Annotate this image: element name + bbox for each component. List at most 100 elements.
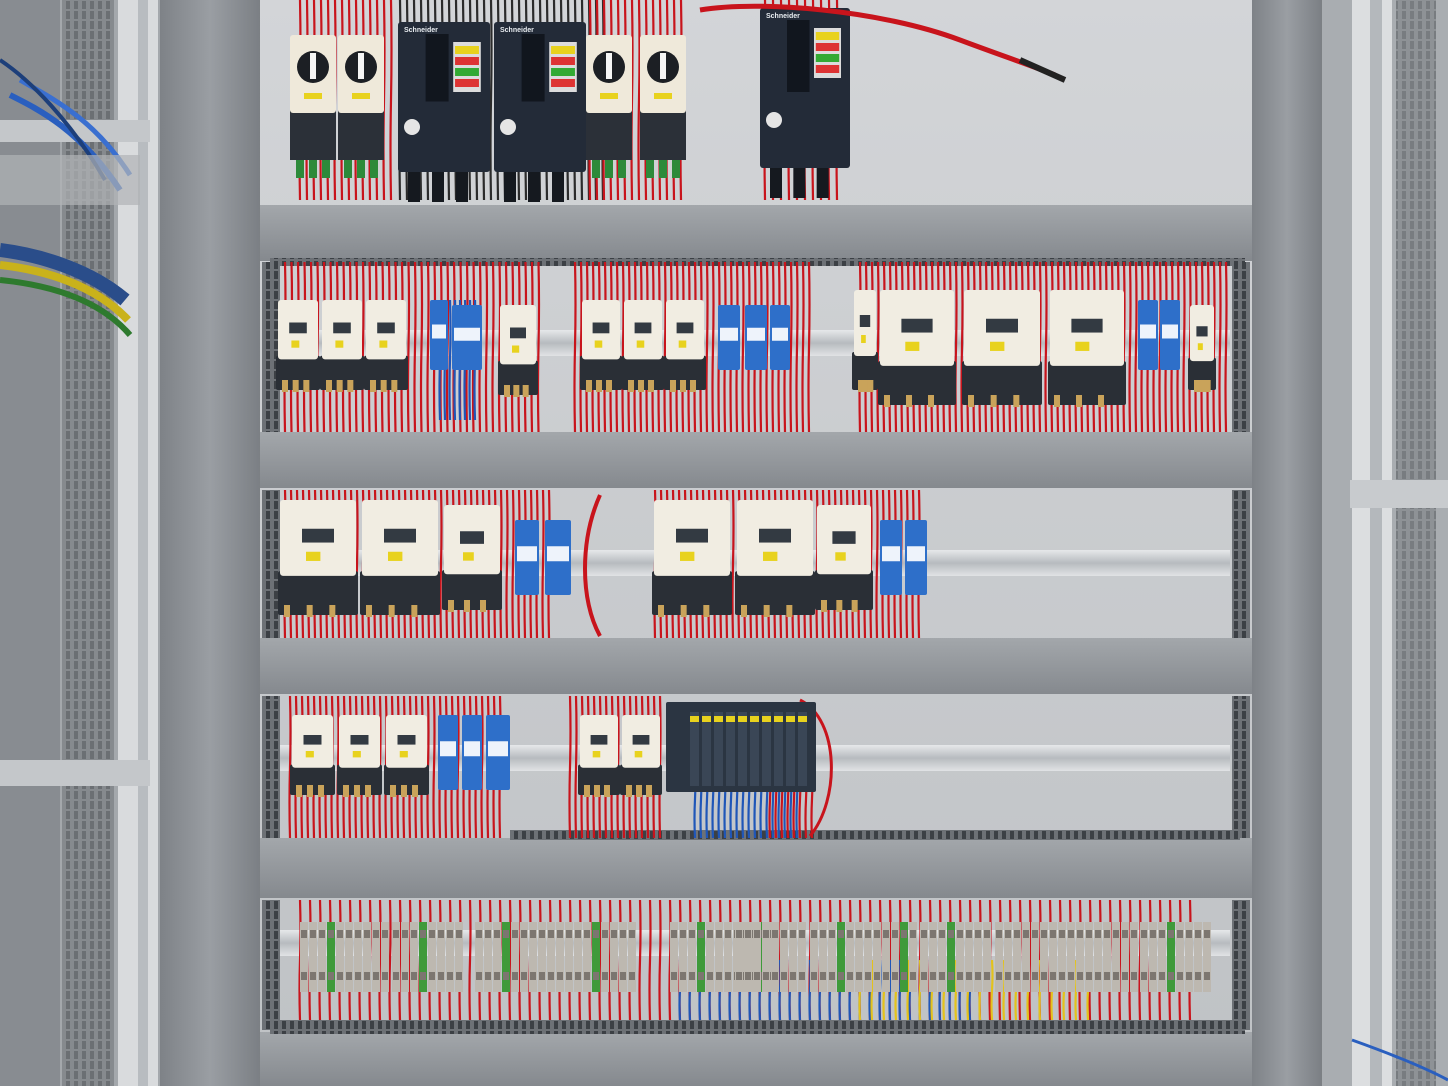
- terminal-screw: [821, 600, 827, 612]
- terminal-screw: [370, 380, 376, 392]
- wire: [574, 695, 578, 839]
- contactor: [815, 505, 873, 612]
- yellow-label: [388, 551, 403, 561]
- contactor-window: [289, 322, 307, 334]
- contactor: [337, 715, 382, 797]
- relay-module: [745, 305, 767, 370]
- yellow-label: [592, 751, 601, 758]
- terminal-screw: [763, 605, 770, 617]
- terminal-block: [810, 922, 818, 992]
- terminal-block: [819, 922, 827, 992]
- terminal-screw: [680, 605, 687, 617]
- terminal-block: [670, 922, 678, 992]
- wire: [406, 261, 411, 433]
- terminal-screw: [606, 380, 612, 392]
- contactor-window: [460, 531, 484, 544]
- contactor-window: [901, 318, 933, 333]
- terminal-screw: [1204, 380, 1211, 392]
- wire: [795, 261, 799, 433]
- terminal-block: [372, 922, 380, 992]
- terminal-block: [628, 922, 636, 992]
- terminal-screw: [1054, 395, 1060, 407]
- wire: [361, 261, 365, 433]
- terminal-block: [318, 922, 326, 992]
- wire: [355, 489, 359, 639]
- contactor: [578, 715, 620, 797]
- relay-module: [1160, 300, 1180, 370]
- yellow-label: [291, 340, 300, 348]
- terminal-screw: [391, 380, 398, 392]
- yellow-label: [636, 340, 645, 348]
- terminal-screw: [928, 395, 934, 407]
- wire: [413, 261, 417, 433]
- terminal-block: [1085, 922, 1093, 992]
- terminal-block: [1167, 922, 1175, 992]
- terminal-block: [327, 922, 335, 992]
- relay-module: [1138, 300, 1158, 370]
- relay-module: [880, 520, 902, 595]
- relay-module: [438, 715, 458, 790]
- terminal-block: [392, 922, 400, 992]
- terminal-block: [891, 922, 899, 992]
- molded-case-breaker: Schneider: [398, 22, 490, 202]
- contactor: [664, 300, 706, 392]
- terminal-block: [864, 922, 872, 992]
- terminal-screw: [626, 785, 632, 797]
- contactor: [364, 300, 408, 392]
- terminal-screw: [680, 380, 686, 392]
- terminal-screw: [282, 380, 288, 392]
- wire: [711, 261, 715, 433]
- terminal-screw: [292, 380, 299, 392]
- yellow-label: [763, 551, 778, 561]
- contactor: [384, 715, 429, 797]
- terminal-block: [446, 922, 454, 992]
- terminal-block: [493, 922, 501, 992]
- contactor: [852, 290, 878, 392]
- terminal-screw: [303, 380, 310, 392]
- terminal-screw: [318, 785, 324, 797]
- terminal-block: [1013, 922, 1021, 992]
- terminal-screw: [690, 380, 696, 392]
- terminal-block-strip: [1140, 922, 1211, 992]
- yellow-label: [1075, 341, 1090, 351]
- yellow-label: [335, 340, 344, 348]
- terminal-screw: [448, 600, 454, 612]
- terminal-screw: [786, 605, 793, 617]
- wire: [741, 261, 745, 433]
- contactor-window: [676, 528, 708, 543]
- wire: [583, 494, 602, 637]
- right-adjacent-cabinet: [1320, 0, 1448, 1086]
- terminal-screw: [741, 605, 747, 617]
- main-frame-left: [160, 0, 260, 1086]
- contactor: [962, 290, 1042, 407]
- terminal-block: [1130, 922, 1138, 992]
- contactor-window: [1196, 326, 1208, 337]
- terminal-block: [300, 922, 308, 992]
- terminal-screw: [513, 385, 520, 397]
- terminal-block: [715, 922, 723, 992]
- left-adjacent-cabinet: [0, 0, 160, 1086]
- terminal-block: [1140, 922, 1148, 992]
- yellow-label: [835, 552, 846, 561]
- relay-module: [462, 715, 482, 790]
- terminal-block: [837, 922, 845, 992]
- terminal-block: [309, 922, 317, 992]
- horizontal-wire-ducts: [260, 205, 1252, 1086]
- motor-protection-switch: [586, 35, 632, 178]
- yellow-label: [634, 751, 643, 758]
- terminal-block-strip: [475, 922, 564, 992]
- terminal-block: [929, 922, 937, 992]
- terminal-block: [419, 922, 427, 992]
- terminal-block: [920, 922, 928, 992]
- terminal-block: [1176, 922, 1184, 992]
- contactor-window: [350, 735, 369, 745]
- terminal-screw: [858, 380, 864, 392]
- yellow-label: [861, 335, 866, 343]
- terminal-screw: [906, 395, 912, 407]
- terminal-block: [1076, 922, 1084, 992]
- terminal-block: [437, 922, 445, 992]
- motor-protection-switch: [338, 35, 384, 178]
- terminal-block: [475, 922, 483, 992]
- contactor: [580, 300, 622, 392]
- terminal-block: [780, 922, 788, 992]
